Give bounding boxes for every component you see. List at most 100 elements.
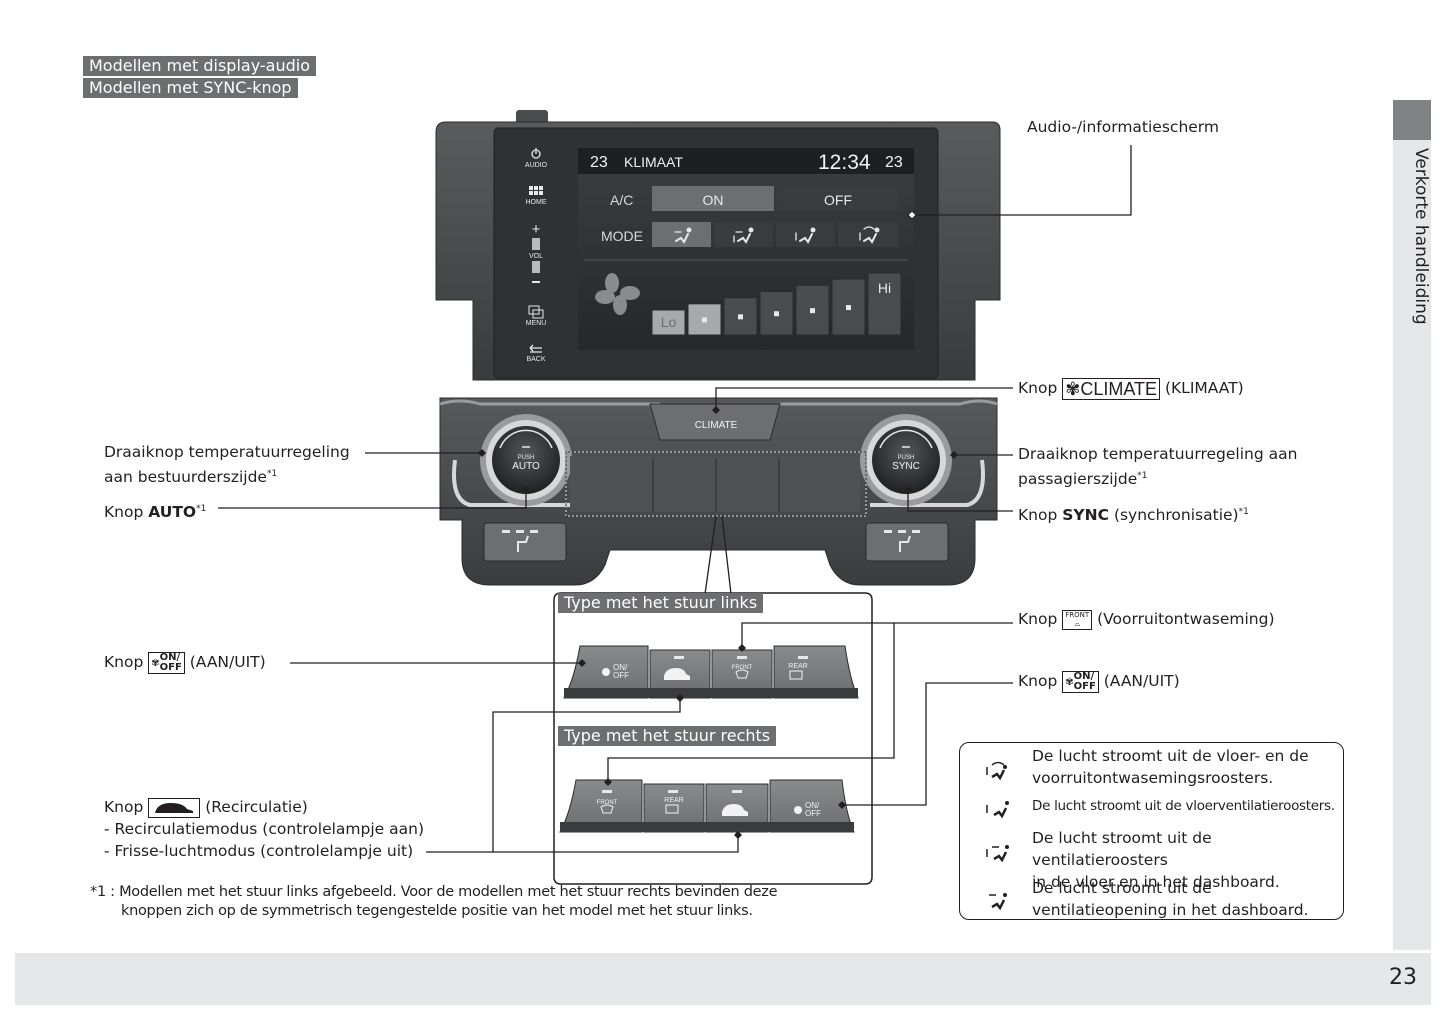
lhd-button-row: ON/ OFF FRONT REAR	[563, 645, 859, 699]
floor-defrost-vent-icon	[986, 761, 1007, 781]
front-label: FRONT	[597, 800, 618, 806]
on-label: ON/	[613, 663, 628, 672]
fan-icon	[602, 668, 610, 676]
menu-label: MENU	[526, 320, 547, 327]
auto-button-callout: Knop AUTO*1	[104, 503, 207, 521]
front-defrost-callout: Knop FRONT⌓ (Voorruitontwaseming)	[1018, 609, 1275, 630]
climate-panel: CLIMATE PUSH AUTO PUSH SYNC	[439, 397, 998, 586]
audio-label: AUDIO	[525, 162, 548, 169]
climate-icon-box: ✾CLIMATE	[1062, 377, 1161, 400]
section-tab-marker	[1393, 100, 1431, 140]
fan-level-label: Hi	[878, 280, 891, 296]
seat-heater-icon	[517, 535, 529, 552]
off-label: OFF	[613, 671, 629, 680]
seat-heater-icon	[899, 535, 911, 552]
passenger-temp-knob[interactable]: PUSH SYNC	[860, 414, 952, 506]
volume-control[interactable]: + VOL	[529, 221, 543, 283]
clock: 12:34	[818, 151, 871, 174]
driver-temp-knob[interactable]: PUSH AUTO	[480, 414, 572, 506]
footnote: *1 : Modellen met het stuur links afgebe…	[90, 884, 778, 919]
lhd-title: Type met het stuur links	[558, 593, 764, 613]
home-button[interactable]: HOME	[526, 186, 547, 206]
passenger-knob-callout: Draaiknop temperatuurregeling aan passag…	[1018, 445, 1298, 488]
button-detail-box: ON/ OFF FRONT REAR FRONT REAR	[553, 515, 873, 885]
sync-button-callout: Knop SYNC (synchronisatie)*1	[1018, 506, 1249, 524]
climate-button[interactable]	[649, 403, 781, 441]
onoff-right-callout: Knop ✾ON/OFF (AAN/UIT)	[1018, 670, 1180, 693]
recirc-car-icon	[722, 804, 748, 816]
floor-vent-icon	[986, 801, 1009, 819]
floor-dashboard-vent-icon	[733, 227, 754, 244]
mode-floor-button[interactable]	[776, 222, 835, 247]
back-arrow-icon	[529, 344, 542, 353]
screen-side-buttons: AUDIO HOME + VOL MENU BACK	[525, 148, 548, 363]
mode-floor-dashboard-button[interactable]	[714, 222, 773, 247]
windshield-defrost-icon	[735, 669, 749, 679]
passenger-seat-heater-button[interactable]	[865, 522, 949, 562]
hazard-button[interactable]	[516, 110, 548, 124]
mode-dashboard-button[interactable]	[652, 222, 711, 247]
ac-on-label: ON	[703, 192, 724, 208]
back-label: BACK	[526, 356, 545, 363]
ac-label: A/C	[610, 192, 633, 208]
fan-onoff-icon-box: ✾ON/OFF	[148, 651, 185, 674]
menu-button[interactable]: MENU	[526, 305, 547, 327]
fan-level-dot	[702, 317, 707, 323]
floor-defrost-vent-icon	[859, 226, 880, 244]
ac-off-button[interactable]	[777, 186, 899, 211]
screen-title: KLIMAAT	[624, 154, 683, 170]
front-label: FRONT	[732, 665, 753, 671]
audio-button[interactable]: AUDIO	[525, 148, 548, 169]
screen-callout: Audio-/informatiescherm	[1027, 118, 1220, 136]
back-button[interactable]: BACK	[526, 344, 546, 363]
recirc-callout: Knop (Recirculatie) - Recirculatiemodus …	[104, 797, 424, 860]
on-label: ON/	[805, 801, 820, 810]
page-number: 23	[1389, 965, 1417, 990]
page-footer: 23	[15, 953, 1431, 1005]
rhd-button-row: FRONT REAR ON/ OFF	[559, 779, 855, 833]
fan-level-7[interactable]	[867, 272, 902, 336]
recirc-car-icon	[664, 668, 690, 680]
rear-defrost-icon	[789, 670, 803, 680]
volume-down-icon	[532, 281, 540, 283]
home-label: HOME	[526, 199, 547, 206]
mode-floor-defrost-button[interactable]	[838, 222, 898, 247]
fan-onoff-icon-box: ✾ON/OFF	[1062, 670, 1099, 693]
fan-level-1[interactable]	[651, 309, 686, 336]
fan-level-dot	[738, 314, 743, 320]
climate-button-callout: Knop ✾CLIMATE (KLIMAAT)	[1018, 377, 1244, 400]
windshield-defrost-icon	[600, 804, 614, 814]
right-temp-readout: 23	[885, 154, 903, 171]
left-temp-readout: 23	[590, 154, 608, 171]
fan-level-label: Lo	[661, 314, 677, 330]
fan-speed-bar[interactable]: Lo Hi	[651, 272, 902, 336]
floor-dashboard-vent-icon	[986, 845, 1009, 863]
push-label: PUSH	[518, 455, 535, 461]
center-button-strip	[565, 451, 867, 517]
ac-off-label: OFF	[824, 192, 852, 208]
ac-on-button[interactable]	[652, 186, 774, 211]
leader-lines	[218, 145, 1132, 853]
rear-label: REAR	[664, 797, 683, 804]
section-side-tab: Verkorte handleiding	[1393, 100, 1431, 950]
volume-up-icon: +	[532, 221, 541, 238]
front-defrost-icon-box: FRONT⌓	[1062, 609, 1093, 630]
climate-button-label: CLIMATE	[695, 420, 738, 431]
driver-seat-heater-button[interactable]	[483, 522, 567, 562]
floor-vent-icon	[795, 227, 816, 244]
fan-level-dot	[810, 308, 815, 314]
model-tag-sync-knob: Modellen met SYNC-knop	[83, 78, 298, 98]
push-label: PUSH	[898, 455, 915, 461]
fan-level-dot	[774, 311, 779, 317]
vol-label: VOL	[529, 253, 543, 260]
recirc-icon-box	[148, 797, 201, 818]
auto-button-label[interactable]: AUTO	[512, 461, 540, 472]
off-label: OFF	[805, 809, 821, 818]
onoff-left-callout: Knop ✾ON/OFF (AAN/UIT)	[104, 651, 266, 674]
sync-button-label[interactable]: SYNC	[892, 461, 920, 472]
fan-icon	[595, 273, 640, 315]
rear-defrost-icon	[665, 804, 679, 814]
